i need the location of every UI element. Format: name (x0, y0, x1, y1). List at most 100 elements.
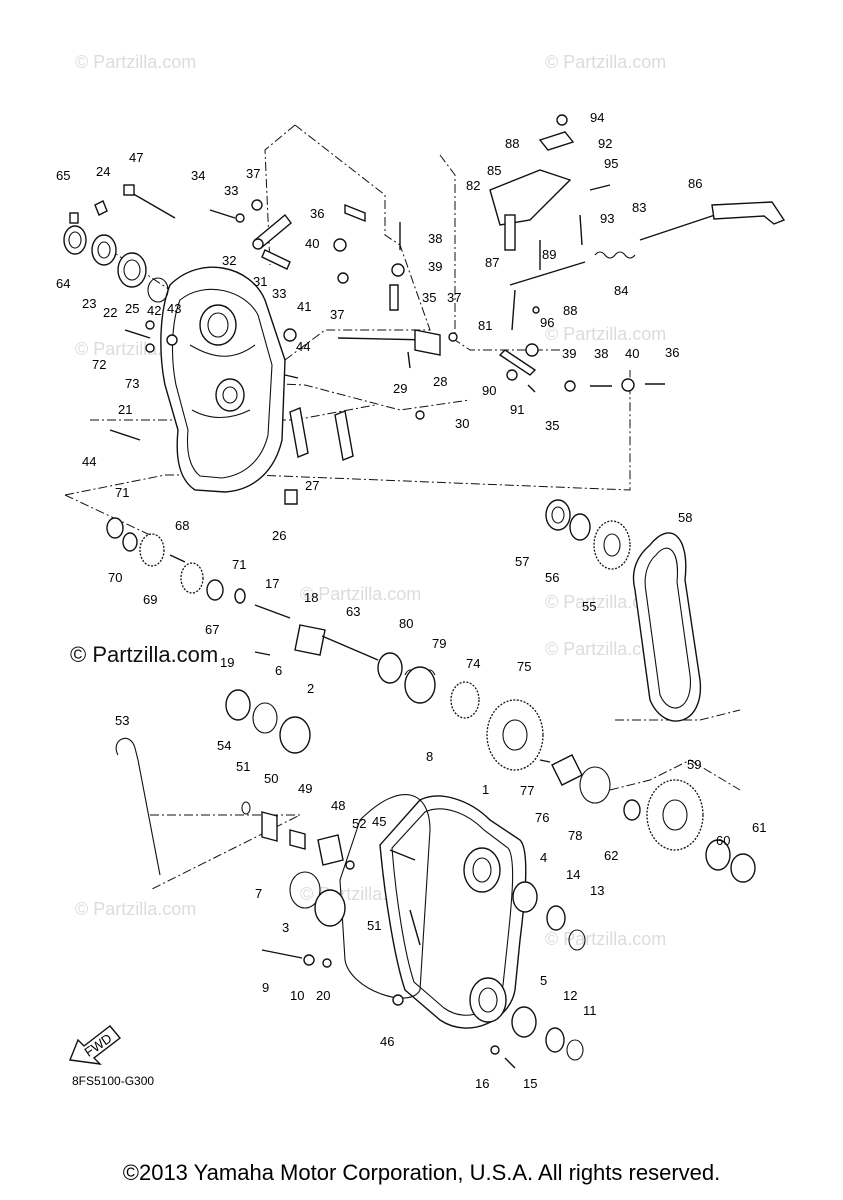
callout-74: 74 (466, 656, 480, 671)
callout-47: 47 (129, 150, 143, 165)
callout-51a: 51 (236, 759, 250, 774)
callout-33a: 33 (224, 183, 238, 198)
lower-case (115, 737, 586, 1069)
watermark-layer: © Partzilla.com © Partzilla.com © Partzi… (70, 52, 666, 949)
callout-90: 90 (482, 383, 496, 398)
callout-96: 96 (540, 315, 554, 330)
callout-44a: 44 (296, 339, 310, 354)
callout-24: 24 (96, 164, 110, 179)
callout-22: 22 (103, 305, 117, 320)
callout-71b: 71 (232, 557, 246, 572)
callout-23: 23 (82, 296, 96, 311)
callout-27: 27 (305, 478, 319, 493)
callout-layer: 94 92 88 95 85 82 86 83 93 87 89 84 88 8… (56, 110, 766, 1091)
callout-51b: 51 (367, 918, 381, 933)
callout-68: 68 (175, 518, 189, 533)
callout-16: 16 (475, 1076, 489, 1091)
callout-82: 82 (466, 178, 480, 193)
callout-71a: 71 (115, 485, 129, 500)
callout-91: 91 (510, 402, 524, 417)
callout-39b: 39 (562, 346, 576, 361)
callout-45: 45 (372, 814, 386, 829)
callout-32: 32 (222, 253, 236, 268)
callout-89: 89 (542, 247, 556, 262)
callout-26: 26 (272, 528, 286, 543)
callout-94: 94 (590, 110, 604, 125)
callout-65: 65 (56, 168, 70, 183)
callout-12: 12 (563, 988, 577, 1003)
callout-34: 34 (191, 168, 205, 183)
callout-81: 81 (478, 318, 492, 333)
callout-33b: 33 (272, 286, 286, 301)
callout-54: 54 (217, 738, 231, 753)
callout-67: 67 (205, 622, 219, 637)
callout-3: 3 (282, 920, 289, 935)
callout-11: 11 (583, 1003, 597, 1018)
callout-77: 77 (520, 783, 534, 798)
callout-61: 61 (752, 820, 766, 835)
callout-83: 83 (632, 200, 646, 215)
callout-92: 92 (598, 136, 612, 151)
callout-14: 14 (566, 867, 580, 882)
callout-75: 75 (517, 659, 531, 674)
callout-40a: 40 (305, 236, 319, 251)
callout-8: 8 (426, 749, 433, 764)
callout-85: 85 (487, 163, 501, 178)
callout-37a: 37 (246, 166, 260, 181)
callout-21: 21 (118, 402, 132, 417)
callout-87: 87 (485, 255, 499, 270)
callout-2: 2 (307, 681, 314, 696)
callout-18: 18 (304, 590, 318, 605)
callout-37b: 37 (330, 307, 344, 322)
callout-20: 20 (316, 988, 330, 1003)
callout-58: 58 (678, 510, 692, 525)
callout-55: 55 (582, 599, 596, 614)
callout-57: 57 (515, 554, 529, 569)
callout-43: 43 (167, 301, 181, 316)
assembly-lines (64, 124, 741, 891)
callout-7: 7 (255, 886, 262, 901)
callout-4: 4 (540, 850, 547, 865)
callout-86: 86 (688, 176, 702, 191)
watermark: © Partzilla.com (300, 584, 421, 604)
callout-46: 46 (380, 1034, 394, 1049)
callout-38b: 38 (594, 346, 608, 361)
callout-62: 62 (604, 848, 618, 863)
callout-88b: 88 (563, 303, 577, 318)
callout-36a: 36 (310, 206, 324, 221)
fwd-arrow-icon: FWD (69, 1025, 122, 1065)
upper-case-cover (160, 266, 286, 493)
callout-95: 95 (604, 156, 618, 171)
callout-70: 70 (108, 570, 122, 585)
callout-5: 5 (540, 973, 547, 988)
watermark: © Partzilla.com (545, 929, 666, 949)
callout-84: 84 (614, 283, 628, 298)
callout-35a: 35 (422, 290, 436, 305)
callout-93: 93 (600, 211, 614, 226)
callout-35b: 35 (545, 418, 559, 433)
watermark: © Partzilla.com (545, 639, 666, 659)
callout-42: 42 (147, 303, 161, 318)
callout-13: 13 (590, 883, 604, 898)
diagram-code: 8FS5100-G300 (72, 1074, 155, 1088)
callout-52: 52 (352, 816, 366, 831)
callout-25: 25 (125, 301, 139, 316)
callout-9: 9 (262, 980, 269, 995)
upper-right-linkage (489, 114, 786, 393)
middle-drive-parts (106, 499, 756, 883)
callout-72: 72 (92, 357, 106, 372)
callout-44b: 44 (82, 454, 96, 469)
callout-56: 56 (545, 570, 559, 585)
callout-88: 88 (505, 136, 519, 151)
callout-53: 53 (115, 713, 129, 728)
callout-28: 28 (433, 374, 447, 389)
callout-1: 1 (482, 782, 489, 797)
callout-69: 69 (143, 592, 157, 607)
watermark-main: © Partzilla.com (70, 642, 218, 667)
callout-36b: 36 (665, 345, 679, 360)
callout-60: 60 (716, 833, 730, 848)
callout-49: 49 (298, 781, 312, 796)
callout-17: 17 (265, 576, 279, 591)
callout-59: 59 (687, 757, 701, 772)
